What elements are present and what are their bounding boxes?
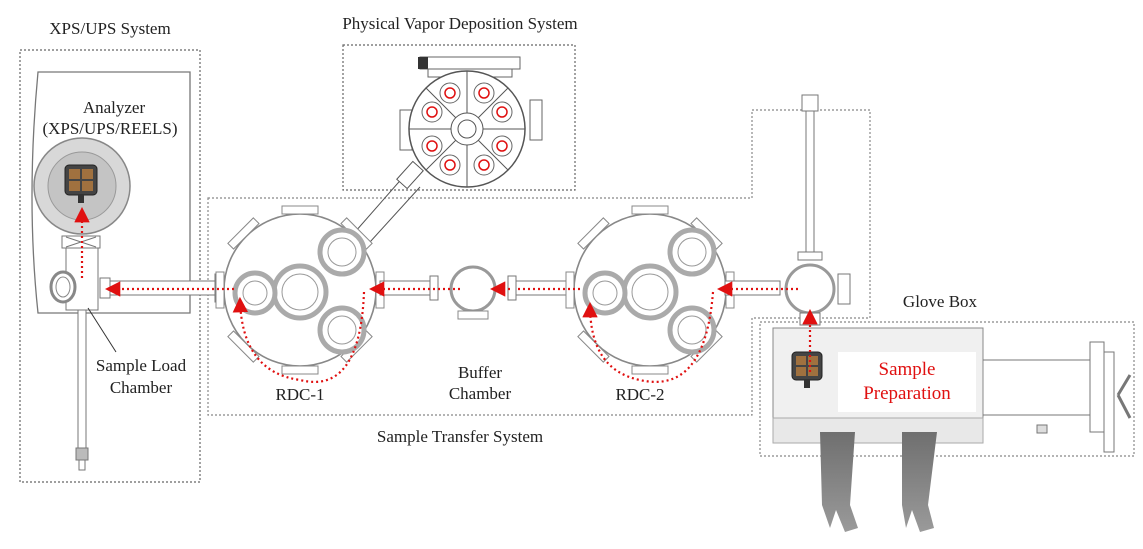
pvd-source-port: [491, 101, 513, 123]
pvd-source-port: [439, 82, 461, 104]
pvd-source-port: [491, 135, 513, 157]
rdc-1-label: RDC-1: [275, 385, 325, 404]
sample-prep-label-line2: Preparation: [863, 383, 951, 404]
pvd-boundary: [342, 44, 576, 191]
pvd-source-port: [421, 101, 443, 123]
load-chamber-label-line1: Sample Load: [95, 356, 187, 375]
left-glove: [820, 432, 858, 532]
pvd-system-title: Physical Vapor Deposition System: [342, 14, 578, 33]
buffer-chamber-label-line1: Buffer: [457, 363, 503, 382]
analyzer-label-line1: Analyzer: [82, 98, 146, 117]
transfer-boundary: [207, 109, 871, 416]
rdc-2-chamber: [565, 205, 735, 375]
sample-prep-label-line1: Sample: [878, 359, 936, 380]
xps-ups-system-title: XPS/UPS System: [49, 19, 171, 38]
pvd-source-port: [439, 154, 461, 176]
right-glove: [902, 432, 937, 532]
pvd-source-port: [473, 82, 495, 104]
analyzer-sample-holder-icon: [64, 164, 98, 203]
xps-ups-boundary: [19, 49, 201, 483]
pvd-source-port: [473, 154, 495, 176]
analyzer-label-line2: (XPS/UPS/REELS): [42, 119, 178, 138]
rdc-1-chamber: [215, 205, 385, 375]
load-chamber-label-line2: Chamber: [109, 378, 173, 397]
rdc-2-label: RDC-2: [615, 385, 665, 404]
pvd-chamber: [399, 56, 543, 188]
pvd-source-port: [421, 135, 443, 157]
transfer-system-title: Sample Transfer System: [376, 427, 544, 446]
buffer-chamber: [449, 265, 497, 313]
glove-box-boundary: [759, 321, 1135, 457]
glove-box-sample-holder-icon: [791, 351, 823, 388]
transfer-cross-chamber: [784, 263, 836, 315]
pvd-sources: [421, 82, 513, 176]
sample-transfer-path: [74, 206, 818, 383]
glove-box-title: Glove Box: [902, 292, 978, 311]
buffer-chamber-label-line2: Chamber: [448, 384, 512, 403]
